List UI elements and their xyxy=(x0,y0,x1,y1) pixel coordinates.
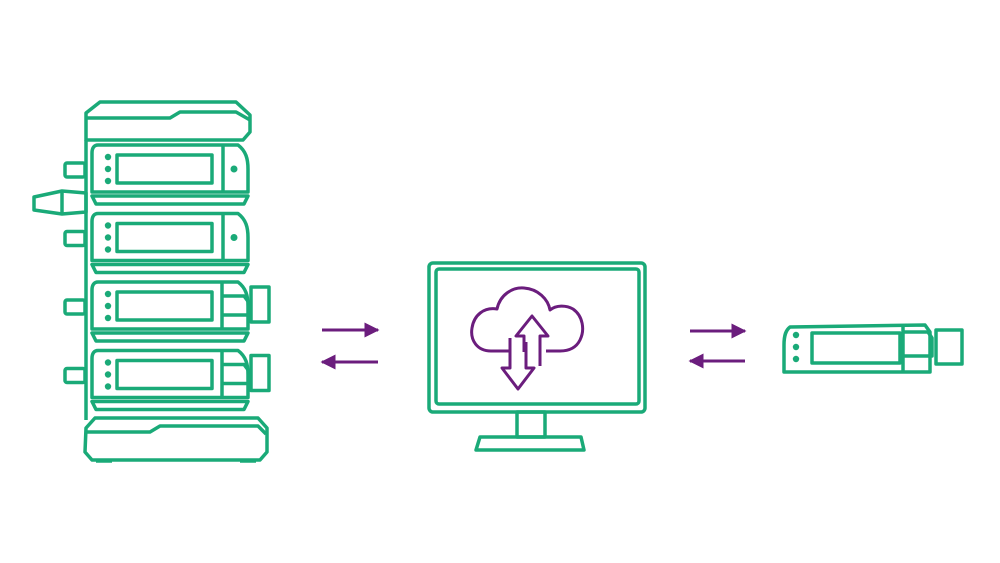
infusion-pump-stack-icon xyxy=(32,100,271,463)
pump-module xyxy=(63,143,250,206)
infusion-pump-icon xyxy=(782,323,964,374)
pump-module xyxy=(63,211,250,275)
monitor-icon xyxy=(427,261,647,452)
pump-module xyxy=(63,280,271,343)
cloud-sync-icon xyxy=(470,286,585,391)
pump-module xyxy=(63,348,271,412)
